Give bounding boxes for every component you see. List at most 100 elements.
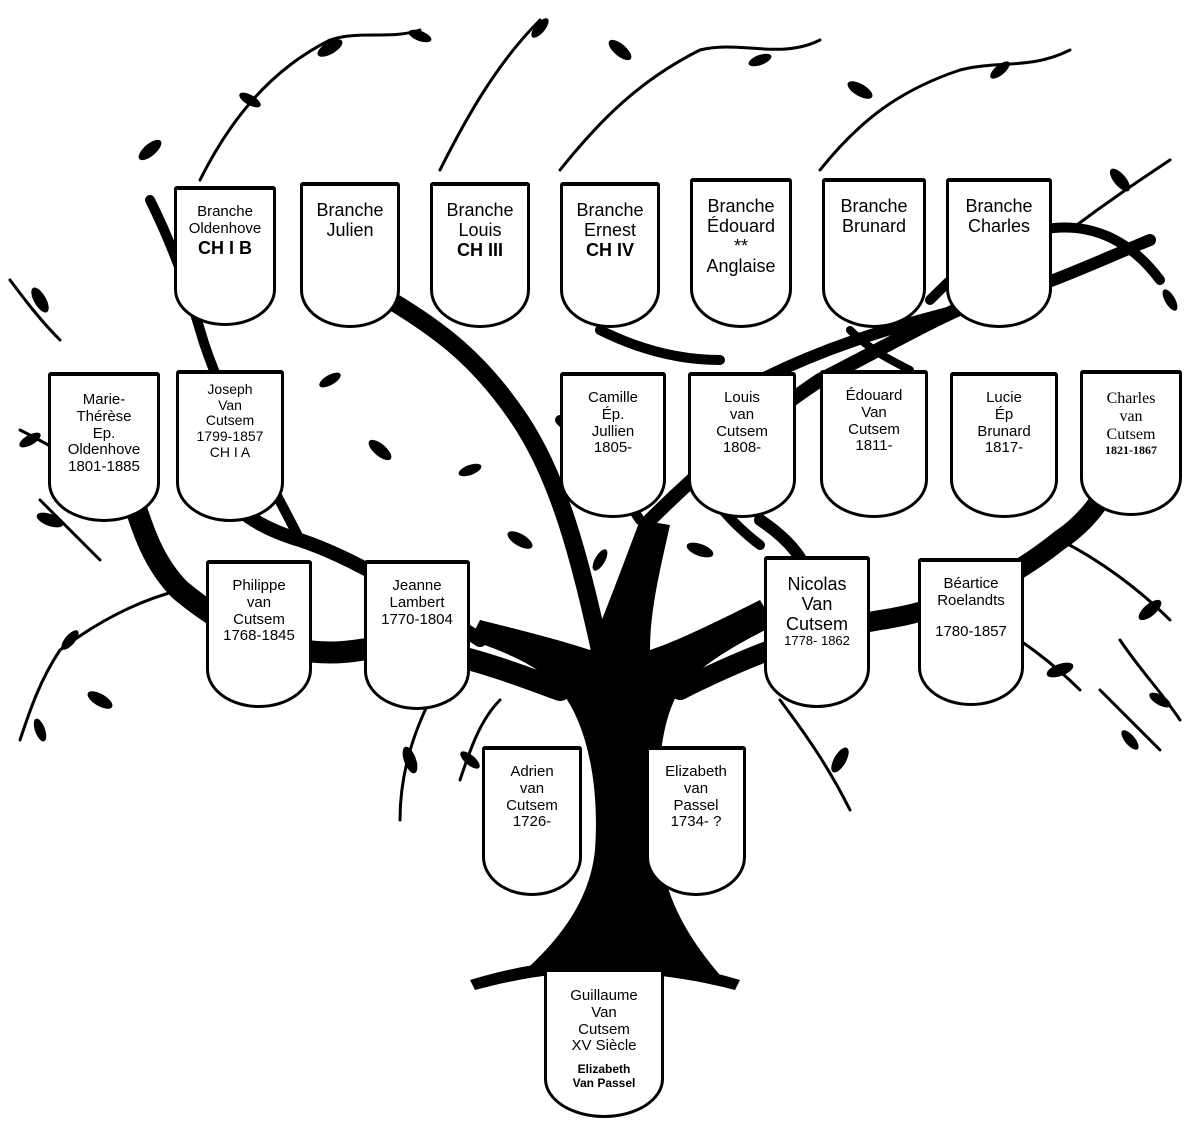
- line-2: Ép.: [601, 405, 625, 423]
- shield-edouard: Édouard Van Cutsem 1811-: [820, 370, 928, 518]
- line-3: Cutsem: [578, 1020, 630, 1038]
- line-3: **: [733, 236, 748, 257]
- line-3: Cutsem: [205, 412, 255, 429]
- shield-nicolas: Nicolas Van Cutsem 1778- 1862: [764, 556, 870, 708]
- line-1: Nicolas: [787, 574, 847, 594]
- line-3: Brunard: [977, 422, 1031, 440]
- shield-marie-therese: Marie- Thérèse Ep. Oldenhove 1801-1885: [48, 372, 160, 522]
- line-2: Ép: [994, 405, 1014, 423]
- twigs-right: [988, 538, 1182, 752]
- line-3: Ep.: [92, 424, 116, 442]
- line-2: Van: [218, 396, 242, 413]
- line-1: Branche: [446, 200, 514, 220]
- line-4: 1778- 1862: [784, 633, 850, 649]
- line-2: Thérèse: [76, 407, 132, 425]
- line-2: Ernest: [583, 220, 637, 241]
- line-2: Louis: [458, 220, 502, 241]
- shield-branche-edouard: Branche Édouard ** Anglaise: [690, 178, 792, 328]
- line-2: van: [246, 593, 272, 611]
- shield-branche-oldenhove: Branche Oldenhove CH I B: [174, 186, 276, 326]
- line-4: 1726-: [512, 813, 552, 831]
- line-2: Charles: [967, 216, 1031, 237]
- shield-branche-louis: Branche Louis CH III: [430, 182, 530, 328]
- line-3: Passel: [673, 796, 719, 814]
- shield-joseph: Joseph Van Cutsem 1799-1857 CH I A: [176, 370, 284, 522]
- bough-left-low: [119, 479, 571, 701]
- shield-charles: Charles van Cutsem 1821-1867: [1080, 370, 1182, 516]
- line-1: Philippe: [232, 577, 286, 594]
- shield-guillaume: Guillaume Van Cutsem XV Siècle Elizabeth…: [544, 968, 664, 1118]
- line-3: Cutsem: [785, 614, 848, 635]
- line-2: Roelandts: [937, 591, 1005, 609]
- bough-to-brunard: [846, 326, 914, 374]
- line-3: 1780-1857: [935, 622, 1007, 640]
- line-2: Julien: [326, 220, 374, 241]
- line-4: 1811-: [855, 437, 893, 455]
- line-2: van: [729, 405, 755, 423]
- line-3: Cutsem: [848, 420, 900, 438]
- shield-branche-brunard: Branche Brunard: [822, 178, 926, 328]
- line-2: van: [683, 779, 709, 797]
- line-2: Van: [591, 1003, 617, 1021]
- shield-branche-julien: Branche Julien: [300, 182, 400, 328]
- line-4: 1817-: [984, 439, 1024, 457]
- shield-lucie: Lucie Ép Brunard 1817-: [950, 372, 1058, 518]
- line-1: Branche: [965, 196, 1033, 216]
- line-3: CH IV: [585, 240, 634, 261]
- shield-elizabeth: Elizabeth van Passel 1734- ?: [646, 746, 746, 896]
- shield-branche-ernest: Branche Ernest CH IV: [560, 182, 660, 328]
- line-4: 1821-1867: [1105, 442, 1157, 457]
- bough-to-ernest: [595, 325, 725, 365]
- line-2: Van: [861, 403, 887, 421]
- line-1: Branche: [316, 200, 384, 220]
- line-2: Oldenhove: [188, 219, 262, 237]
- line-3: Cutsem: [1106, 425, 1156, 443]
- line-1: Guillaume: [570, 987, 638, 1004]
- shield-philippe: Philippe van Cutsem 1768-1845: [206, 560, 312, 708]
- line-1: Elizabeth: [665, 763, 727, 780]
- bough-center-up: [381, 291, 609, 659]
- shield-branche-charles: Branche Charles: [946, 178, 1052, 328]
- line-4: 1805-: [593, 439, 633, 457]
- line-3: Cutsem: [506, 796, 558, 814]
- line-5: Elizabeth: [577, 1062, 631, 1077]
- line-1: Adrien: [510, 763, 554, 780]
- shield-camille: Camille Ép. Jullien 1805-: [560, 372, 666, 518]
- line-3: CH I B: [198, 237, 252, 258]
- line-4: XV Siècle: [571, 1037, 637, 1055]
- line-3: Cutsem: [233, 610, 285, 628]
- line-4: 1768-1845: [223, 627, 295, 645]
- shield-beatrice: Béartice Roelandts 1780-1857: [918, 558, 1024, 706]
- line-4: Oldenhove: [67, 441, 141, 459]
- line-2: van: [1119, 407, 1143, 425]
- line-4: 1799-1857: [196, 428, 264, 445]
- line-2: Brunard: [841, 216, 907, 237]
- line-4: 1734- ?: [670, 813, 722, 831]
- line-1: Camille: [587, 389, 638, 406]
- line-4: Anglaise: [706, 256, 776, 277]
- line-2: Édouard: [706, 216, 776, 237]
- line-4: 1808-: [722, 439, 762, 457]
- shield-louis: Louis van Cutsem 1808-: [688, 372, 796, 518]
- line-2: van: [519, 779, 545, 797]
- line-2: Van: [801, 594, 833, 615]
- tree-trunk: [470, 520, 775, 975]
- line-2: Lambert: [389, 593, 445, 611]
- leaves: [19, 18, 1178, 774]
- line-1: Lucie: [986, 389, 1022, 406]
- line-3: Cutsem: [716, 422, 768, 440]
- line-1: Joseph: [207, 381, 253, 397]
- line-1: Branche: [576, 200, 644, 220]
- line-5: 1801-1885: [68, 458, 140, 476]
- line-1: Branche: [197, 203, 253, 220]
- line-1: Louis: [724, 389, 760, 406]
- line-1: Charles: [1106, 390, 1156, 407]
- shield-jeanne: Jeanne Lambert 1770-1804: [364, 560, 470, 710]
- line-1: Branche: [840, 196, 908, 216]
- line-3: Jullien: [591, 422, 635, 440]
- line-1: Béartice: [943, 575, 999, 592]
- line-6: Van Passel: [572, 1075, 636, 1090]
- line-1: Branche: [707, 196, 775, 216]
- line-5: CH I A: [209, 443, 251, 460]
